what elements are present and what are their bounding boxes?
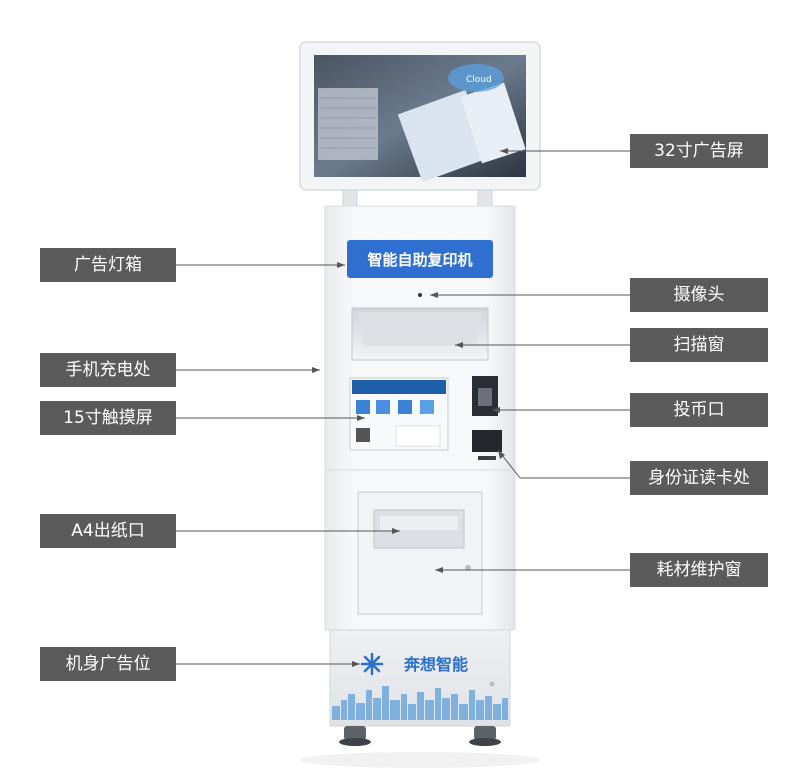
brand-logo-icon xyxy=(360,652,384,676)
qr-code-icon xyxy=(356,428,370,442)
ad-lightbox-header xyxy=(347,240,493,278)
cloud-text: Cloud xyxy=(466,75,492,85)
keyboard-graphic xyxy=(318,88,378,160)
cloud-icon xyxy=(448,64,504,92)
kiosk-lower-body xyxy=(324,469,516,631)
ad-screen-monitor: Cloud xyxy=(299,41,541,207)
callout-touchscreen: 15寸触摸屏 xyxy=(40,401,176,435)
callout-lines xyxy=(176,150,630,665)
callout-ad-lightbox: 广告灯箱 xyxy=(40,248,176,282)
lightbox-title: 智能自助复印机 xyxy=(367,251,472,269)
callout-arrowheads xyxy=(312,148,508,667)
callout-paper-outlet: A4出纸口 xyxy=(40,514,176,548)
skyline-graphic xyxy=(332,686,508,720)
callout-coin-slot: 投币口 xyxy=(630,393,768,427)
callout-ad-screen: 32寸广告屏 xyxy=(630,134,768,168)
callout-scan-window: 扫描窗 xyxy=(630,328,768,362)
callout-camera: 摄像头 xyxy=(630,278,768,312)
callout-id-card-reader: 身份证读卡处 xyxy=(630,461,768,495)
callout-phone-charging: 手机充电处 xyxy=(40,353,176,387)
callout-consumables-window: 耗材维护窗 xyxy=(630,553,768,587)
id-card-reader xyxy=(472,430,502,452)
phone-graphic xyxy=(460,82,526,164)
callout-body-ad-area: 机身广告位 xyxy=(40,647,176,681)
brand-name: 奔想智能 xyxy=(403,655,468,674)
kiosk-base: 奔想智能 xyxy=(300,629,540,768)
camera-lens xyxy=(418,293,422,297)
kiosk-upper-body: 智能自助复印机 xyxy=(324,205,516,471)
